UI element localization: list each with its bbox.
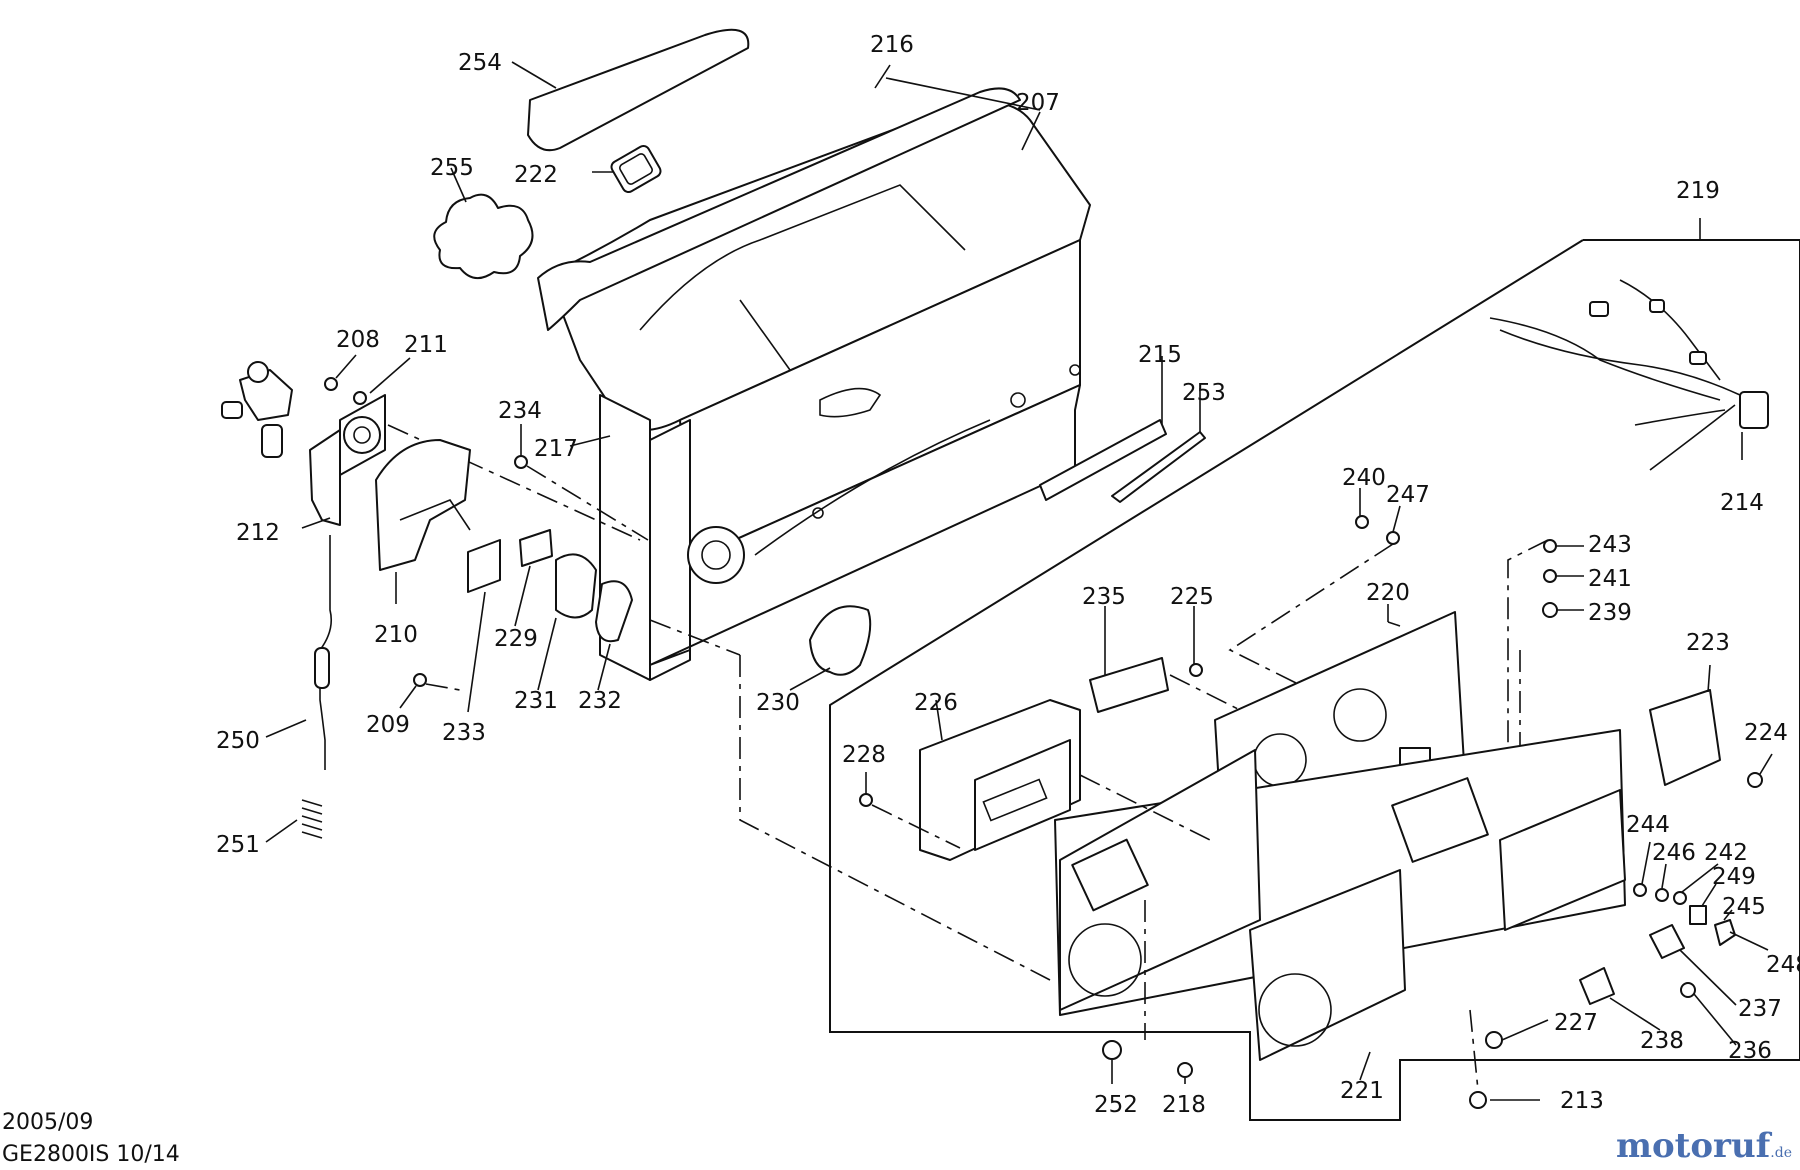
assembly-frame bbox=[829, 239, 1800, 1121]
part-215-tube bbox=[1039, 419, 1167, 501]
brand-logo: motoruf.de bbox=[1616, 1126, 1792, 1166]
label-234: 234 bbox=[498, 398, 542, 424]
part-235-relay bbox=[1089, 657, 1169, 713]
part-226-display bbox=[919, 699, 1081, 861]
label-214: 214 bbox=[1720, 490, 1764, 516]
label-216: 216 bbox=[870, 32, 914, 58]
part-246-washer bbox=[1655, 888, 1669, 902]
part-244-washer bbox=[1633, 883, 1647, 897]
part-247-washer bbox=[1386, 531, 1400, 545]
part-236-screw bbox=[1680, 982, 1696, 998]
label-227: 227 bbox=[1554, 1010, 1598, 1036]
label-250: 250 bbox=[216, 728, 260, 754]
label-210: 210 bbox=[374, 622, 418, 648]
part-237-socket bbox=[1649, 924, 1685, 959]
part-labels: 254 216 207 255 222 219 208 211 215 253 … bbox=[216, 32, 1800, 1118]
part-218-screw bbox=[1177, 1062, 1193, 1078]
label-251: 251 bbox=[216, 832, 260, 858]
part-fuel-valve bbox=[221, 361, 293, 458]
part-224-screw bbox=[1747, 772, 1763, 788]
part-210-guard bbox=[375, 439, 471, 571]
label-233: 233 bbox=[442, 720, 486, 746]
label-207: 207 bbox=[1016, 90, 1060, 116]
part-208-screw bbox=[324, 377, 338, 391]
label-221: 221 bbox=[1340, 1078, 1384, 1104]
label-253: 253 bbox=[1182, 380, 1226, 406]
label-249: 249 bbox=[1712, 864, 1756, 890]
part-213-screw bbox=[1469, 1091, 1487, 1109]
label-208: 208 bbox=[336, 327, 380, 353]
part-232-gasket bbox=[595, 580, 633, 643]
part-211-washer bbox=[353, 391, 367, 405]
label-217: 217 bbox=[534, 436, 578, 462]
label-218: 218 bbox=[1162, 1092, 1206, 1118]
part-225-nut bbox=[1189, 663, 1203, 677]
part-249-clip bbox=[1689, 905, 1707, 925]
label-237: 237 bbox=[1738, 996, 1782, 1022]
part-242-nut bbox=[1673, 891, 1687, 905]
label-246: 246 bbox=[1652, 840, 1696, 866]
part-241-washer bbox=[1543, 569, 1557, 583]
label-213: 213 bbox=[1560, 1088, 1604, 1114]
label-248: 248 bbox=[1766, 952, 1800, 978]
label-238: 238 bbox=[1640, 1028, 1684, 1054]
label-243: 243 bbox=[1588, 532, 1632, 558]
label-230: 230 bbox=[756, 690, 800, 716]
label-219: 219 bbox=[1676, 178, 1720, 204]
label-236: 236 bbox=[1728, 1038, 1772, 1064]
part-230-knob bbox=[809, 605, 872, 676]
label-225: 225 bbox=[1170, 584, 1214, 610]
label-229: 229 bbox=[494, 626, 538, 652]
brand-name: motoruf bbox=[1616, 1126, 1771, 1166]
label-240: 240 bbox=[1342, 465, 1386, 491]
label-254: 254 bbox=[458, 50, 502, 76]
label-228: 228 bbox=[842, 742, 886, 768]
label-224: 224 bbox=[1744, 720, 1788, 746]
part-255-foam bbox=[433, 193, 534, 279]
label-212: 212 bbox=[236, 520, 280, 546]
label-223: 223 bbox=[1686, 630, 1730, 656]
label-215: 215 bbox=[1138, 342, 1182, 368]
part-233-insulator bbox=[467, 539, 501, 593]
part-223-module bbox=[1649, 689, 1721, 786]
footer-model: GE2800IS 10/14 bbox=[2, 1142, 180, 1167]
part-240-screw bbox=[1355, 515, 1369, 529]
part-212-bracket bbox=[309, 394, 386, 526]
footer-date: 2005/09 bbox=[2, 1110, 94, 1135]
part-251-spring bbox=[301, 799, 323, 839]
label-235: 235 bbox=[1082, 584, 1126, 610]
label-242: 242 bbox=[1704, 840, 1748, 866]
label-247: 247 bbox=[1386, 482, 1430, 508]
part-254-top-plate bbox=[527, 28, 750, 152]
label-255: 255 bbox=[430, 155, 474, 181]
part-228-nut bbox=[859, 793, 873, 807]
label-244: 244 bbox=[1626, 812, 1670, 838]
part-238-socket bbox=[1579, 967, 1615, 1005]
part-214-harness bbox=[1489, 279, 1769, 471]
part-209-screw bbox=[413, 673, 427, 687]
part-253-strap bbox=[1111, 431, 1206, 503]
part-227-screw bbox=[1485, 1031, 1503, 1049]
part-234-screw bbox=[514, 455, 528, 469]
label-209: 209 bbox=[366, 712, 410, 738]
label-222: 222 bbox=[514, 162, 558, 188]
label-220: 220 bbox=[1366, 580, 1410, 606]
label-231: 231 bbox=[514, 688, 558, 714]
label-226: 226 bbox=[914, 690, 958, 716]
label-252: 252 bbox=[1094, 1092, 1138, 1118]
part-229-switch bbox=[519, 529, 553, 567]
part-252-screw bbox=[1102, 1040, 1122, 1060]
part-239-screw bbox=[1542, 602, 1558, 618]
label-211: 211 bbox=[404, 332, 448, 358]
part-222-seal bbox=[610, 144, 662, 194]
label-239: 239 bbox=[1588, 600, 1632, 626]
brand-suffix: .de bbox=[1770, 1145, 1792, 1161]
label-241: 241 bbox=[1588, 566, 1632, 592]
label-245: 245 bbox=[1722, 894, 1766, 920]
part-231-socket bbox=[555, 553, 597, 619]
label-232: 232 bbox=[578, 688, 622, 714]
part-207-housing bbox=[537, 87, 1091, 681]
